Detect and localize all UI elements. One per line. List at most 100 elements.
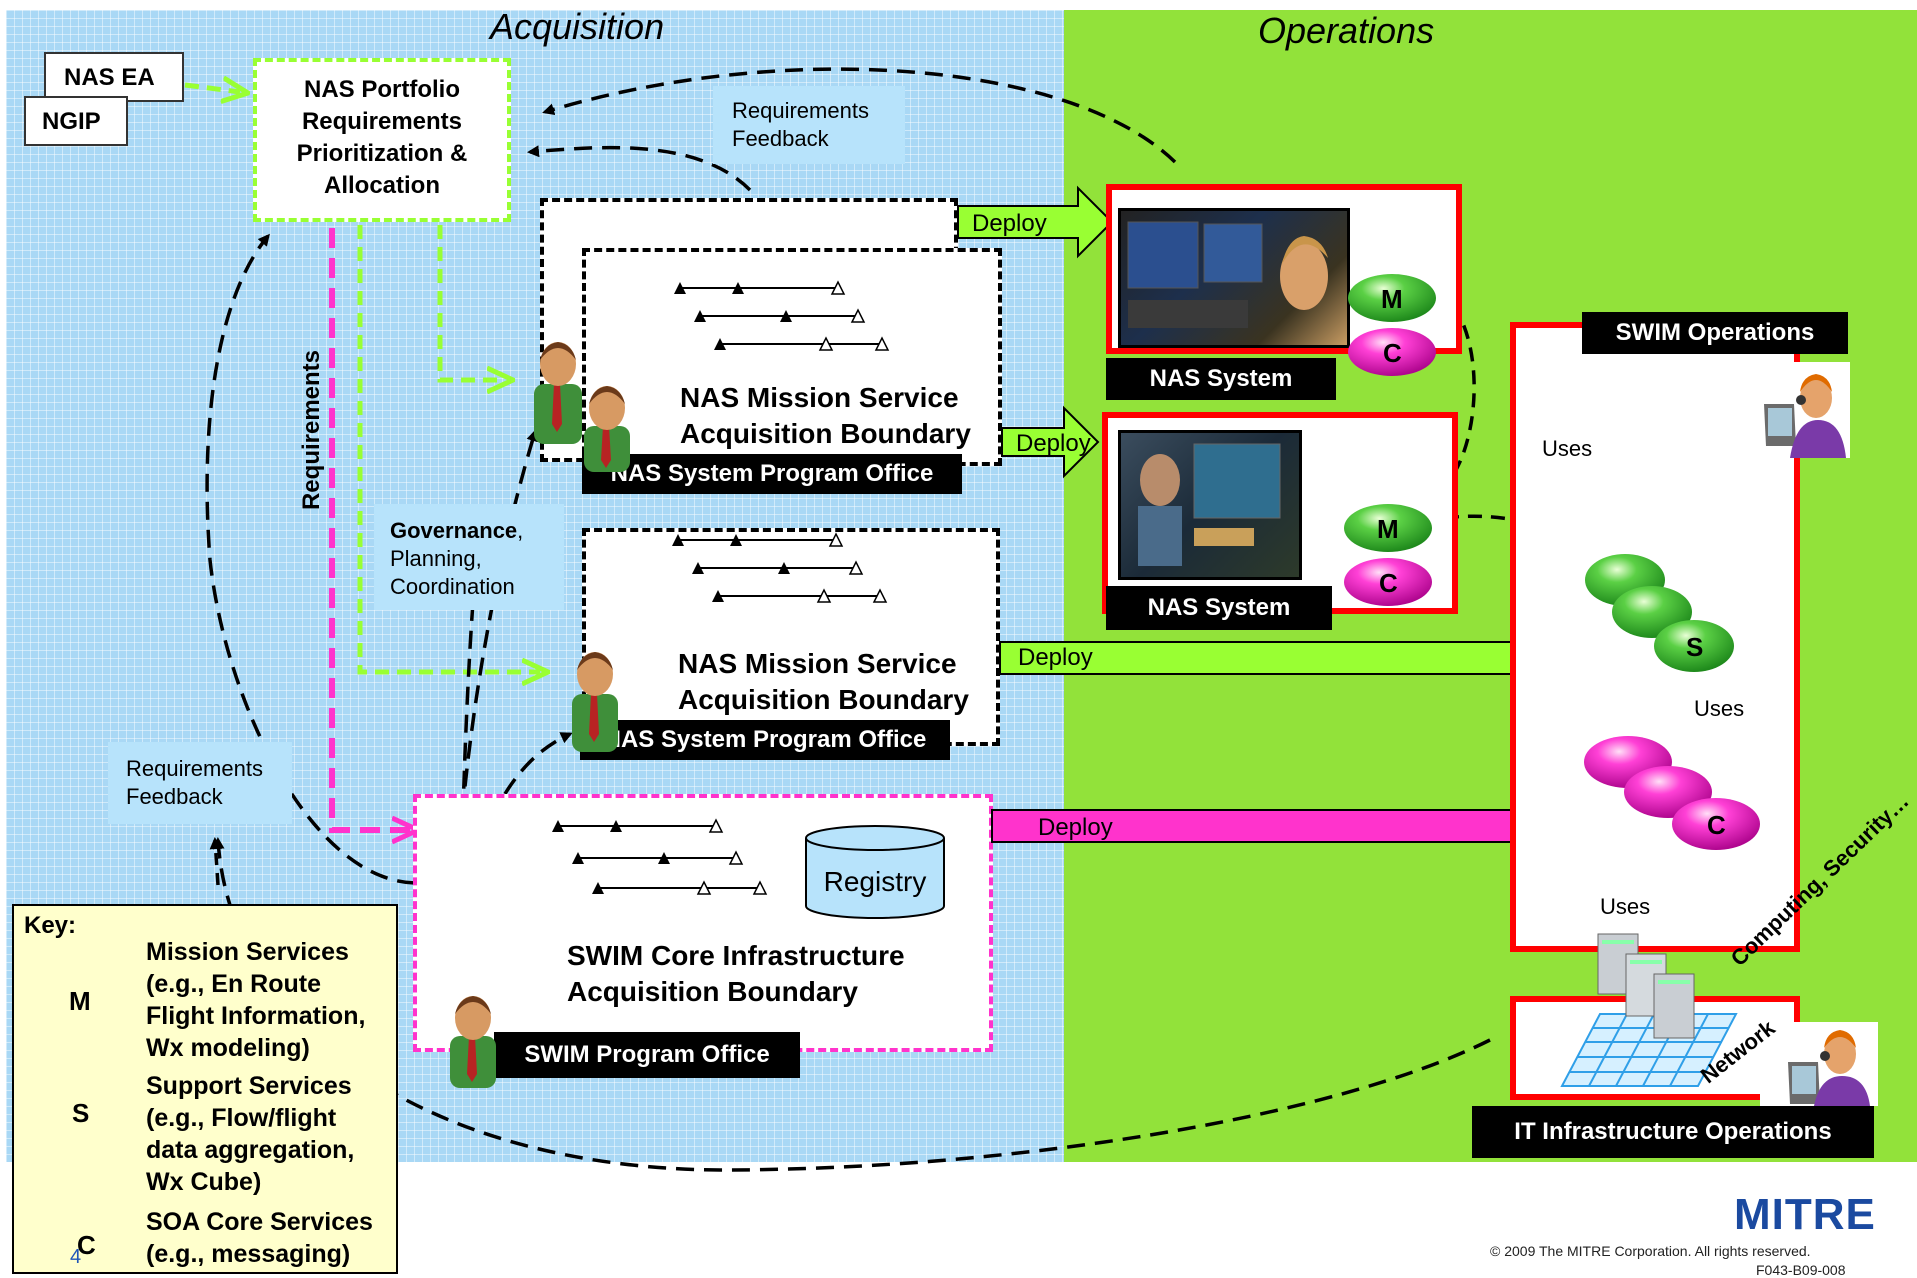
acquisition-title: Acquisition bbox=[490, 6, 665, 47]
server-icon bbox=[1597, 933, 1695, 1039]
portfolio-line-1: NAS Portfolio bbox=[304, 76, 460, 103]
requirements-arrow bbox=[329, 228, 410, 830]
feedback-top-line-1: Requirements bbox=[732, 98, 869, 123]
boundary-2-line-1: NAS Mission Service bbox=[678, 648, 957, 679]
feedback-curve-bottom bbox=[212, 837, 1491, 1172]
nas-ea-label: NAS EA bbox=[64, 64, 155, 91]
controller-screen-icon bbox=[1127, 221, 1328, 328]
feedback-up-arrow bbox=[209, 837, 222, 886]
key-c-letter: C bbox=[77, 1230, 96, 1260]
page-number: 4 bbox=[70, 1246, 82, 1268]
schedule-1 bbox=[674, 280, 890, 351]
key-s-letter: S bbox=[72, 1098, 90, 1128]
nas-system-1-label: NAS System bbox=[1106, 358, 1336, 400]
registry-cylinder bbox=[805, 825, 945, 919]
key-box bbox=[12, 904, 398, 1274]
boundary-1-line-2: Acquisition Boundary bbox=[680, 418, 971, 449]
deploy-arrow-1 bbox=[957, 185, 1114, 259]
key-s-line-4: Wx Cube) bbox=[146, 1168, 262, 1196]
key-s-line-1: Support Services bbox=[146, 1072, 352, 1100]
swim-line-2: Acquisition Boundary bbox=[567, 976, 858, 1007]
key-c-line-1: SOA Core Services bbox=[146, 1208, 373, 1236]
feedback-top-line-2: Feedback bbox=[732, 126, 829, 151]
governance-line-3: Coordination bbox=[390, 574, 515, 599]
feedback-curve-left bbox=[205, 233, 416, 885]
key-m-line-1: Mission Services bbox=[146, 938, 349, 966]
boundary-1-inner bbox=[582, 248, 1002, 466]
swim-line-1: SWIM Core Infrastructure bbox=[567, 940, 905, 971]
c-service-ellipse bbox=[1672, 798, 1760, 850]
feedback-left-box bbox=[108, 742, 292, 824]
copyright: © 2009 The MITRE Corporation. All rights… bbox=[1490, 1243, 1811, 1259]
swim-ops-label: SWIM Operations bbox=[1582, 312, 1848, 354]
operator-icon bbox=[1746, 362, 1850, 458]
boundary-1-line-1: NAS Mission Service bbox=[680, 382, 959, 413]
mitre-logo: MITRE bbox=[1734, 1190, 1876, 1239]
portfolio-line-3: Prioritization & bbox=[296, 140, 468, 167]
governance-line-2: Planning, bbox=[390, 546, 482, 571]
key-m-line-2: (e.g., En Route bbox=[146, 970, 321, 998]
swim-office: SWIM Program Office bbox=[494, 1032, 800, 1078]
deploy-arrow-2 bbox=[1001, 405, 1100, 479]
s-letter: S bbox=[1686, 632, 1704, 662]
it-ops-label: IT Infrastructure Operations bbox=[1472, 1106, 1874, 1158]
nas-system-2-label: NAS System bbox=[1106, 586, 1332, 630]
alloc-arrow-2 bbox=[357, 225, 540, 672]
deploy-label-4: Deploy bbox=[1038, 814, 1113, 841]
key-s-line-2: (e.g., Flow/flight bbox=[146, 1104, 337, 1132]
feedback-curve-outer bbox=[542, 67, 1177, 164]
c-service-ellipse bbox=[1348, 328, 1436, 376]
m-service-ellipse bbox=[1348, 274, 1436, 322]
feedback-left-line-1: Requirements bbox=[126, 756, 263, 781]
deploy-label-3: Deploy bbox=[1018, 644, 1093, 671]
controller-screen-icon bbox=[1138, 443, 1281, 566]
key-title: Key: bbox=[24, 912, 77, 939]
key-m-line-4: Wx modeling) bbox=[146, 1034, 310, 1062]
deploy-label-1: Deploy bbox=[972, 210, 1047, 237]
governance-line-1: Governance, bbox=[390, 518, 523, 544]
feedback-curve-inner bbox=[527, 145, 752, 192]
portfolio-line-4: Allocation bbox=[323, 172, 440, 199]
m-letter: M bbox=[1381, 284, 1403, 314]
operator-icon bbox=[1788, 1030, 1870, 1106]
schedule-2 bbox=[672, 532, 888, 603]
uses-label-1: Uses bbox=[1542, 436, 1593, 461]
alloc-arrow-1 bbox=[437, 225, 505, 380]
boundary-1-office: NAS System Program Office bbox=[582, 454, 962, 494]
inputs-arrow bbox=[184, 85, 240, 92]
boundary-2-line-2: Acquisition Boundary bbox=[678, 684, 969, 715]
manager-icon bbox=[450, 996, 496, 1088]
key-m-line-3: Flight Information, bbox=[146, 1002, 366, 1030]
m-service-ellipse bbox=[1344, 504, 1432, 552]
governance-comma: , bbox=[517, 518, 524, 543]
manager-icon bbox=[534, 342, 582, 444]
governance-bold: Governance bbox=[390, 518, 518, 543]
key-m-letter: M bbox=[69, 986, 91, 1016]
c-letter: C bbox=[1379, 568, 1398, 598]
deploy-label-2: Deploy bbox=[1016, 430, 1091, 457]
feedback-top-box bbox=[713, 86, 905, 164]
governance-box bbox=[374, 504, 564, 610]
portfolio-line-2: Requirements bbox=[301, 108, 463, 135]
feedback-left-line-2: Feedback bbox=[126, 784, 223, 809]
ngip-label: NGIP bbox=[42, 108, 101, 135]
m-letter: M bbox=[1377, 514, 1399, 544]
c-letter: C bbox=[1707, 810, 1726, 840]
schedule-3 bbox=[552, 818, 768, 895]
figure-code: F043-B09-008 bbox=[1756, 1262, 1846, 1278]
ngip-box bbox=[24, 96, 128, 146]
uses-label-3: Uses bbox=[1600, 894, 1651, 919]
portfolio-box bbox=[253, 58, 511, 222]
key-c-line-2: (e.g., messaging) bbox=[146, 1240, 351, 1268]
c-service-ellipse bbox=[1344, 558, 1432, 606]
uses-label-2: Uses bbox=[1694, 696, 1745, 721]
operations-title: Operations bbox=[1258, 10, 1435, 51]
registry-label: Registry bbox=[823, 866, 927, 897]
manager-icon bbox=[572, 652, 618, 752]
s-service-ellipse bbox=[1654, 620, 1734, 672]
manager-icon bbox=[584, 386, 630, 472]
key-s-line-3: data aggregation, bbox=[146, 1136, 355, 1164]
boundary-2-office: NAS System Program Office bbox=[580, 720, 950, 760]
c-letter: C bbox=[1383, 338, 1402, 368]
